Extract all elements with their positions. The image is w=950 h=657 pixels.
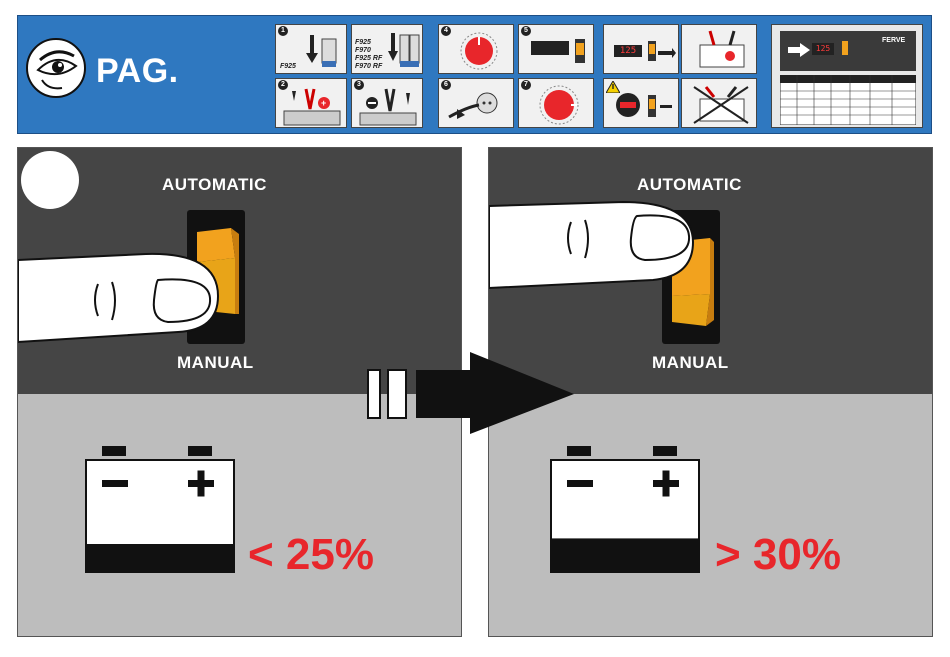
battery-icon [690, 29, 752, 71]
battery-charging-thumbnail [681, 24, 757, 74]
step-thumbnail-1b: F925 F970 F925 RF F970 RF [351, 24, 423, 74]
manual-label: MANUAL [177, 353, 254, 373]
step-thumbnail-5: 5 [518, 24, 594, 74]
eye-icon [26, 38, 86, 98]
automatic-label: AUTOMATIC [162, 175, 267, 195]
finger-icon [18, 234, 224, 350]
battery-clamp-icon [356, 85, 420, 127]
battery-disconnect-thumbnail [681, 78, 757, 128]
manual-label: MANUAL [652, 353, 729, 373]
step-thumbnail-3: 3 [351, 78, 423, 128]
arrow-right-icon [366, 350, 578, 436]
timer-knob-icon [459, 29, 499, 73]
battery-charge-fill [551, 538, 699, 572]
charge-display-thumbnail: 125 [603, 24, 679, 74]
timer-knob-icon [537, 83, 581, 127]
header-banner: PAG. 1 F925 F925 F970 F925 RF F970 RF 2 … [17, 15, 932, 134]
battery-terminal-positive [653, 446, 677, 456]
step-thumbnail-2: 2 + [275, 78, 347, 128]
switch-icon [646, 37, 676, 69]
plus-sign [198, 471, 205, 497]
switch-icon [573, 35, 591, 69]
battery-terminal-negative [102, 446, 126, 456]
arrow-down-icon [306, 33, 342, 71]
plug-icon [447, 87, 509, 125]
battery-terminal-negative [567, 446, 591, 456]
step-thumbnail-1: 1 F925 [275, 24, 347, 74]
battery-terminal-positive [188, 446, 212, 456]
battery-charge-fill [86, 544, 234, 572]
finger-icon [489, 188, 699, 296]
warning-display-thumbnail [603, 78, 679, 128]
page-title: PAG. [96, 52, 179, 91]
step-thumbnail-4: 4 [438, 24, 514, 74]
battery-icon [690, 83, 752, 125]
step-thumbnail-6: 6 [438, 78, 514, 128]
spec-table [780, 75, 916, 125]
minus-sign [102, 480, 128, 487]
battery-icon [549, 446, 703, 576]
step-thumbnail-7: 7 [518, 78, 594, 128]
svg-text:+: + [321, 98, 326, 108]
arrow-down-icon [388, 31, 422, 71]
step-circle [21, 151, 79, 209]
meter-icon [614, 91, 676, 127]
charge-level-label: < 25% [248, 530, 374, 580]
minus-sign [567, 480, 593, 487]
brand-logo: FERVE [882, 37, 905, 44]
battery-clamp-icon: + [280, 85, 344, 127]
plus-sign [663, 471, 670, 497]
battery-icon [84, 446, 238, 576]
charge-level-label: > 30% [715, 530, 841, 580]
arrow-right-icon [788, 43, 810, 57]
charger-front-panel-thumbnail: 125 FERVE [771, 24, 923, 128]
